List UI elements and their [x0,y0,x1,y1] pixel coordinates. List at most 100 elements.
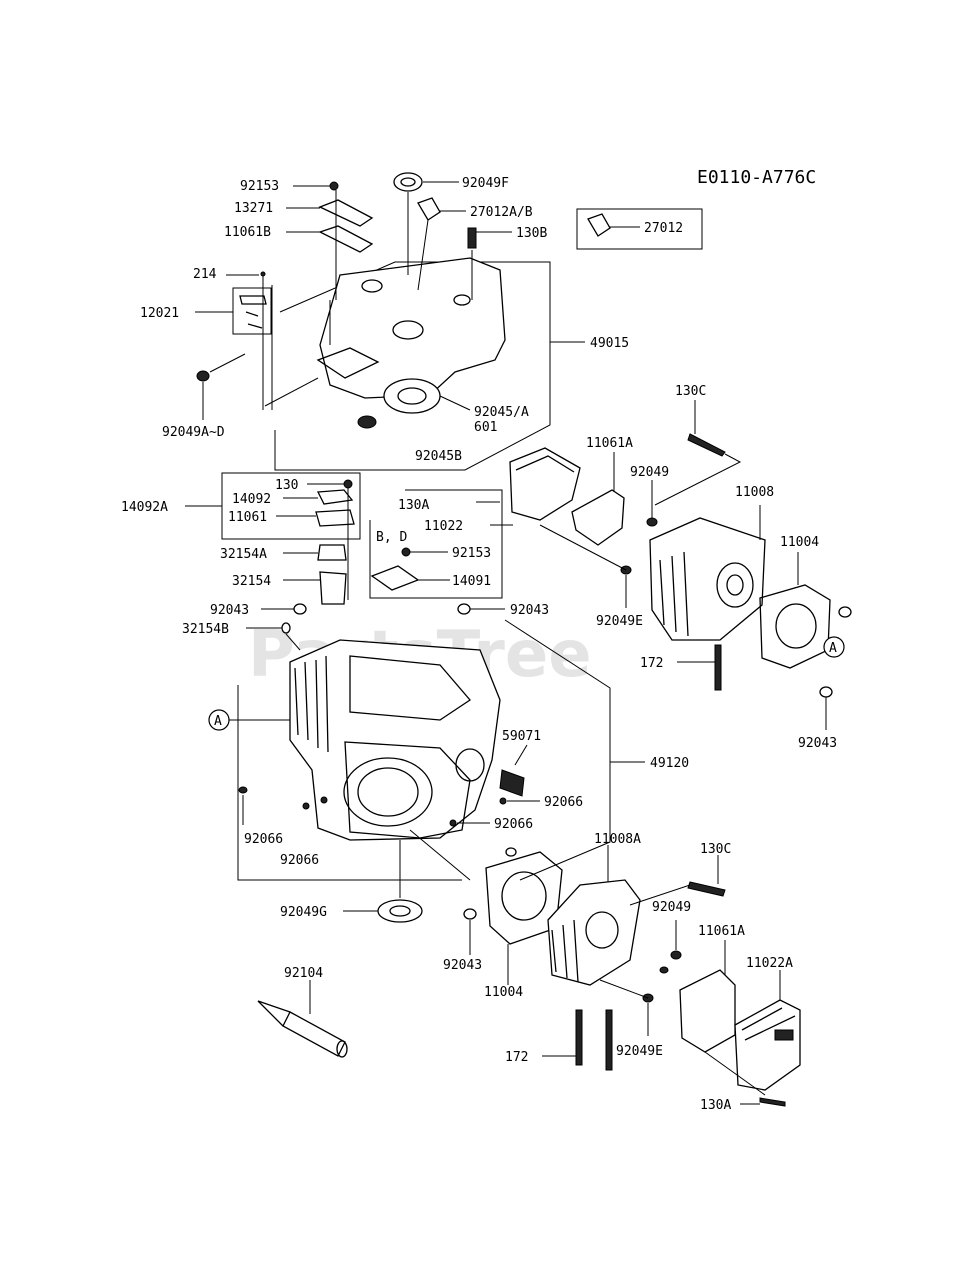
label-11061[interactable]: 11061 [228,510,267,525]
plate-14092[interactable] [316,489,354,505]
label-92049e-bottom[interactable]: 92049E [616,1044,663,1059]
pin-32154b[interactable] [281,622,291,634]
label-59071[interactable]: 59071 [502,729,541,744]
sealant-group [257,980,348,1058]
label-32154b[interactable]: 32154B [182,622,229,637]
label-92045b[interactable]: 92045B [415,449,462,464]
crankcase-cover-group [195,172,585,471]
label-130a-mid[interactable]: 130A [398,498,429,513]
oil-seal-92049g[interactable] [377,899,423,923]
label-11008a[interactable]: 11008A [594,832,641,847]
cylinder-head-11008[interactable] [649,517,766,641]
label-130b[interactable]: 130B [516,226,547,241]
cylinder-block-49120[interactable] [289,639,501,841]
governor-12021[interactable] [245,311,263,329]
bolt-130b[interactable] [467,227,477,249]
label-11004-bottom[interactable]: 11004 [484,985,523,1000]
stud-172-top[interactable] [714,644,722,691]
callout-a-left: A [214,714,222,729]
label-11022a[interactable]: 11022A [746,956,793,971]
bracket-27012[interactable] [587,213,611,237]
label-92153-mid[interactable]: 92153 [452,546,491,561]
gasket-11061a-top[interactable] [571,489,625,546]
crankcase-cover[interactable] [319,257,506,399]
label-214[interactable]: 214 [193,267,217,282]
oil-seal-92049f[interactable] [393,172,423,192]
bolt-130c-bottom[interactable] [687,881,726,897]
gasket-11061a-bottom[interactable] [679,969,736,1053]
label-92049e-top[interactable]: 92049E [596,614,643,629]
label-32154[interactable]: 32154 [232,574,271,589]
label-13271[interactable]: 13271 [234,201,273,216]
label-130a-bottom[interactable]: 130A [700,1098,731,1113]
plate-14091[interactable] [370,565,420,591]
label-14092a[interactable]: 14092A [121,500,168,515]
cylinder-head-11008a[interactable] [547,879,641,986]
label-92045a[interactable]: 92045/A [474,405,529,420]
bolt-130a-bottom[interactable] [759,1097,786,1107]
plug-92043-right[interactable] [819,686,833,698]
label-12021[interactable]: 12021 [140,306,179,321]
sealant-tube-92104[interactable] [282,1011,346,1057]
label-49120[interactable]: 49120 [650,756,689,771]
label-92066-a[interactable]: 92066 [544,795,583,810]
label-92049-bottom[interactable]: 92049 [652,900,691,915]
label-130[interactable]: 130 [275,478,298,493]
label-92043-center[interactable]: 92043 [510,603,549,618]
valve-cover-11022a[interactable] [734,999,801,1091]
gasket-11061[interactable] [315,509,355,527]
label-11008[interactable]: 11008 [735,485,774,500]
label-11061a-top[interactable]: 11061A [586,436,633,451]
bearing-92045b[interactable] [357,415,377,429]
label-92104[interactable]: 92104 [284,966,323,981]
label-14091[interactable]: 14091 [452,574,491,589]
gasket-11061b[interactable] [318,225,374,253]
plug-92043-center[interactable] [457,603,471,615]
label-92153-top[interactable]: 92153 [240,179,279,194]
label-92049a-d[interactable]: 92049A~D [162,425,225,440]
label-11061b[interactable]: 11061B [224,225,271,240]
seal-92049a[interactable] [196,370,210,382]
spring-59071[interactable] [499,769,525,797]
label-32154a[interactable]: 32154A [220,547,267,562]
label-130c-bottom[interactable]: 130C [700,842,731,857]
valve-32154a[interactable] [317,544,347,561]
cylinder-head-1-group: A [476,400,852,730]
plug-92043-left[interactable] [293,603,307,615]
label-b-d[interactable]: B, D [376,530,407,545]
bolt-92153-mid[interactable] [401,547,411,557]
valve-32154[interactable] [319,571,347,605]
bracket-27012ab[interactable] [417,197,441,221]
label-92049f[interactable]: 92049F [462,176,509,191]
bolt-130c-top[interactable] [687,433,726,457]
plate-13271[interactable] [318,199,374,227]
bolt-130[interactable] [343,479,353,489]
label-92066-c[interactable]: 92066 [244,832,283,847]
label-11022[interactable]: 11022 [424,519,463,534]
label-172-bottom[interactable]: 172 [505,1050,528,1065]
label-92049-top[interactable]: 92049 [630,465,669,480]
label-11004-top[interactable]: 11004 [780,535,819,550]
label-92043-left[interactable]: 92043 [210,603,249,618]
bolt-92153[interactable] [329,181,339,191]
label-92043-right[interactable]: 92043 [798,736,837,751]
label-130c-top[interactable]: 130C [675,384,706,399]
label-92066-b[interactable]: 92066 [494,817,533,832]
head-gasket-11004-top[interactable] [759,584,831,669]
label-49015[interactable]: 49015 [590,336,629,351]
valve-cover-11022[interactable] [509,447,581,521]
bearing-92045[interactable] [383,378,441,414]
breather-cover-group [369,489,505,615]
stud-172-bottom[interactable] [575,1009,583,1066]
label-92049g[interactable]: 92049G [280,905,327,920]
label-92043-bottom[interactable]: 92043 [443,958,482,973]
label-27012ab[interactable]: 27012A/B [470,205,533,220]
label-11061a-bottom[interactable]: 11061A [698,924,745,939]
label-27012[interactable]: 27012 [644,221,683,236]
label-601[interactable]: 601 [474,420,497,435]
plug-92043-bottom[interactable] [463,908,477,920]
label-14092[interactable]: 14092 [232,492,271,507]
label-172-top[interactable]: 172 [640,656,663,671]
label-92066-d[interactable]: 92066 [280,853,319,868]
